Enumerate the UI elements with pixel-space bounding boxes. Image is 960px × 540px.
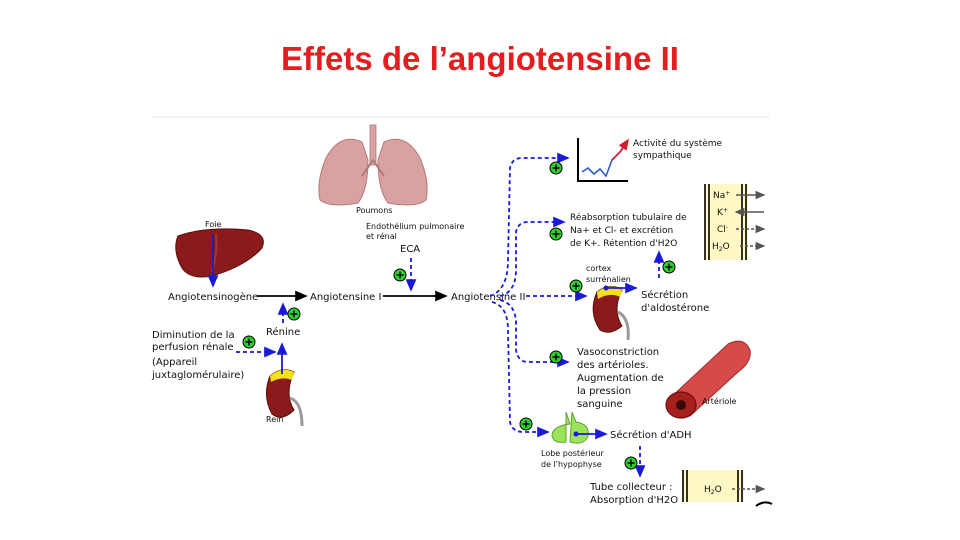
vasoconstriction-label-4: la pression <box>577 386 631 397</box>
cortex-label-2: surrénalien <box>586 274 631 284</box>
foie-label: Foie <box>205 220 221 229</box>
cortex-label-1: cortex <box>586 264 612 273</box>
reabsorption-label-3: de K+. Rétention d'H2O <box>570 238 677 249</box>
endothelium-label-1: Endothélium pulmonaire <box>366 221 464 231</box>
ion-cl-label: Cl- <box>717 224 728 235</box>
arteriole-label: Artériole <box>702 396 736 406</box>
eca-label: ECA <box>400 244 420 255</box>
diminution-label-2: perfusion rénale <box>152 341 234 353</box>
slide-title: Effets de l’angiotensine II <box>281 40 679 77</box>
collecting-tube-box <box>682 470 766 502</box>
arteriole-image <box>665 340 751 419</box>
tube-label-2: Absorption d'H2O <box>590 495 678 506</box>
plus-icon <box>569 279 583 293</box>
hypophysis-image <box>551 411 589 444</box>
activite-label-2: sympathique <box>633 151 692 161</box>
corner-mark <box>755 501 773 507</box>
appareil-label-2: juxtaglomérulaire) <box>151 369 244 381</box>
hypophyse-label-2: de l'hypophyse <box>541 460 602 469</box>
hypophyse-label-1: Lobe postérieur <box>541 448 604 458</box>
plus-icon <box>549 227 563 241</box>
vasoconstriction-label-1: Vasoconstriction <box>577 347 659 358</box>
angiotensine1-label: Angiotensine I <box>310 292 381 303</box>
appareil-label-1: (Appareil <box>152 357 197 368</box>
plus-icon <box>549 161 563 175</box>
poumons-label: Poumons <box>356 206 392 215</box>
h2o-box-label: H2O <box>704 485 722 496</box>
plus-icon <box>519 417 533 431</box>
plus-icon <box>242 335 256 349</box>
reabsorption-label-1: Réabsorption tubulaire de <box>570 212 687 223</box>
renine-label: Rénine <box>266 326 300 338</box>
liver-image <box>175 228 264 278</box>
angiotensinogene-label: Angiotensinogène <box>168 291 258 303</box>
reabsorption-label-2: Na+ et Cl- et excrétion <box>570 225 673 236</box>
rein-label: Rein <box>266 415 283 424</box>
tube-label-1: Tube collecteur : <box>589 482 673 493</box>
activite-label-1: Activité du système <box>633 138 723 149</box>
aldosterone-label-2: d'aldostérone <box>641 302 709 314</box>
adrenal-kidney-image <box>592 286 630 341</box>
ion-tubule-box <box>704 184 766 260</box>
plus-icon <box>287 307 301 321</box>
endothelium-label-2: et rénal <box>366 231 397 241</box>
lungs-image <box>318 124 428 206</box>
plus-icon <box>662 260 676 274</box>
adh-label: Sécrétion d'ADH <box>610 429 692 441</box>
plus-icon <box>393 268 407 282</box>
angiotensine2-label: Angiotensine II <box>451 292 525 303</box>
sympathetic-graph <box>577 138 629 182</box>
plus-icon <box>624 456 638 470</box>
plus-icon <box>549 350 563 364</box>
kidney-image <box>266 369 304 427</box>
ion-na-label: Na+ <box>713 190 730 201</box>
branch-arrows <box>489 152 588 438</box>
vasoconstriction-label-5: sanguine <box>577 399 623 410</box>
aldosterone-label-1: Sécrétion <box>641 289 688 301</box>
ion-k-label: K+ <box>717 207 728 218</box>
vasoconstriction-label-3: Augmentation de <box>577 373 664 384</box>
vasoconstriction-label-2: des artérioles. <box>577 359 649 371</box>
ion-h2o-label: H2O <box>712 242 730 253</box>
diminution-label-1: Diminution de la <box>152 330 235 341</box>
